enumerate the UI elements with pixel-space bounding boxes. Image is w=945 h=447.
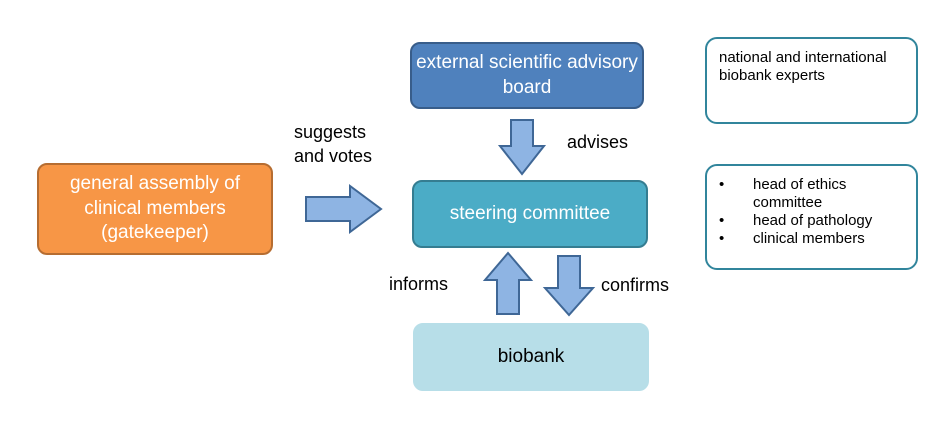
- external-advisory-board-node: external scientific advisory board: [410, 42, 644, 109]
- informs-arrow: [482, 251, 534, 315]
- suggests-votes-arrow: [305, 184, 383, 234]
- general-assembly-node: general assembly of clinical members (ga…: [37, 163, 273, 255]
- advises-arrow: [497, 119, 547, 176]
- suggests-votes-label: suggests and votes: [294, 122, 373, 167]
- committee-members-note: head of ethics committee head of patholo…: [705, 164, 918, 270]
- advises-label: advises: [567, 132, 629, 152]
- informs-label: informs: [389, 274, 449, 294]
- member-item: clinical members: [719, 230, 908, 248]
- steering-committee-node: steering committee: [412, 180, 648, 248]
- member-item: head of ethics committee: [719, 176, 908, 212]
- experts-note: national and international biobank exper…: [705, 37, 918, 124]
- confirms-arrow: [542, 255, 596, 317]
- biobank-node: biobank: [413, 323, 649, 391]
- member-item: head of pathology: [719, 212, 908, 230]
- confirms-label: confirms: [601, 275, 670, 295]
- committee-members-list: head of ethics committee head of patholo…: [719, 176, 908, 248]
